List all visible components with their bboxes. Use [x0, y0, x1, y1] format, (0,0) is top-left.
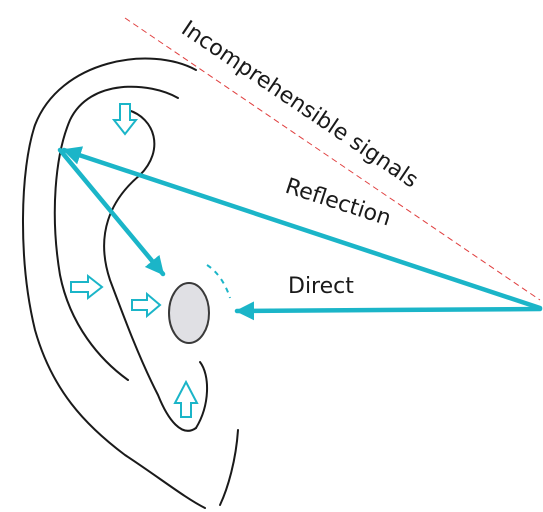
reflection-ray-to-eardrum: [57, 147, 166, 277]
ear-outer-rim: [22, 57, 206, 509]
reflection-ray-incoming: [61, 146, 543, 311]
ear-outline: [22, 57, 239, 509]
label-reflection: Reflection: [282, 174, 394, 232]
hollow-arrow-up: [173, 379, 199, 418]
eardrum-arc: [206, 264, 231, 299]
hollow-arrow-down: [111, 103, 139, 136]
eardrum: [168, 282, 210, 344]
sound-rays: [57, 146, 543, 321]
hollow-arrows: [70, 103, 199, 418]
ear-lower-edge: [219, 429, 239, 506]
direct-ray: [234, 301, 543, 321]
label-incomprehensible-signals: Incomprehensible signals: [177, 16, 423, 193]
ear-inner-fold: [53, 85, 179, 381]
hollow-arrow-right-center: [131, 291, 162, 319]
hollow-arrow-right-left: [70, 273, 104, 301]
label-direct: Direct: [288, 274, 354, 299]
ear-concha-fold: [103, 109, 197, 432]
ear-lobe: [195, 361, 209, 429]
incomprehensible-guide-line: [124, 17, 541, 301]
